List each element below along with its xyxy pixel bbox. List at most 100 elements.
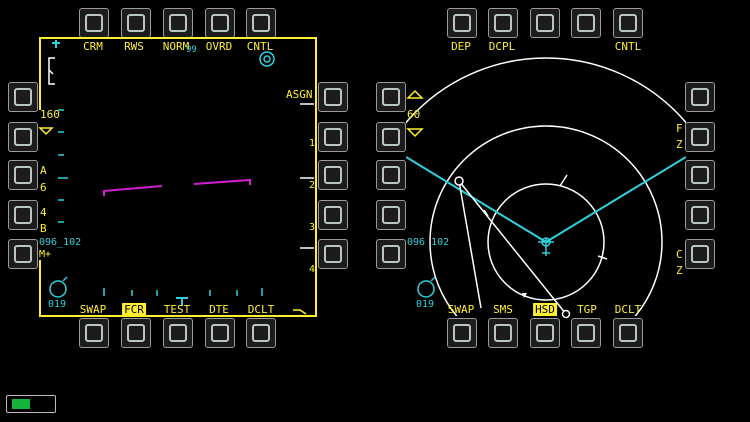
ring-tick	[559, 174, 568, 187]
left-osb-right-4[interactable]	[318, 200, 348, 230]
right-osb-top-5[interactable]	[613, 8, 643, 38]
range-decrease-arrow	[406, 128, 424, 138]
azimuth-scale-6: 6	[40, 181, 47, 194]
right-osb-top-1[interactable]	[447, 8, 477, 38]
bullseye-bearing-range: 096 102	[407, 237, 450, 248]
label-ovrd: OVRD	[205, 40, 233, 53]
bullseye-icon	[417, 280, 435, 298]
target-icon	[259, 51, 275, 67]
fcr-frame	[39, 37, 317, 317]
label-fcr-selected: FCR	[122, 303, 146, 316]
hsd-range-ring-outer	[406, 57, 686, 124]
ring-tick	[597, 255, 608, 260]
left-osb-right-2[interactable]	[318, 122, 348, 152]
left-osb-bottom-2[interactable]	[121, 318, 151, 348]
label-dcpl: DCPL	[488, 40, 516, 53]
left-osb-top-1[interactable]	[79, 8, 109, 38]
bar-scale-b: B	[40, 222, 47, 235]
right-letter-c: C	[676, 248, 683, 261]
right-osb-left-1[interactable]	[376, 82, 406, 112]
left-osb-top-5[interactable]	[246, 8, 276, 38]
fcr-display	[38, 37, 317, 317]
route-arrow	[522, 293, 527, 298]
bullseye-icon	[49, 280, 67, 298]
label-crm: CRM	[83, 40, 103, 53]
battery-level-fill	[12, 399, 30, 409]
elevation-caret	[48, 69, 54, 75]
left-osb-bottom-3[interactable]	[163, 318, 193, 348]
route-line-2	[458, 180, 567, 315]
bullseye-pointer	[62, 276, 68, 282]
right-osb-left-4[interactable]	[376, 200, 406, 230]
right-osb-right-1[interactable]	[685, 82, 715, 112]
left-osb-right-3[interactable]	[318, 160, 348, 190]
left-mfd: CRM RWS NORM OVRD CNTL 99 SWAP FCR TEST …	[0, 0, 360, 350]
label-dte: DTE	[209, 303, 229, 316]
battery-indicator	[6, 395, 56, 413]
label-dep: DEP	[451, 40, 471, 53]
left-osb-bottom-4[interactable]	[205, 318, 235, 348]
left-osb-bottom-1[interactable]	[79, 318, 109, 348]
label-sms: SMS	[493, 303, 513, 316]
right-osb-left-3[interactable]	[376, 160, 406, 190]
horizon-line-right	[193, 178, 251, 185]
right-osb-right-3[interactable]	[685, 160, 715, 190]
right-osb-right-4[interactable]	[685, 200, 715, 230]
range-scale: 160	[40, 108, 60, 121]
range-scale: 60	[407, 108, 421, 121]
fcr-scan-limit-right	[545, 156, 686, 243]
left-osb-left-1[interactable]	[8, 82, 38, 112]
label-swap: SWAP	[447, 303, 475, 316]
left-osb-left-2[interactable]	[8, 122, 38, 152]
left-osb-left-3[interactable]	[8, 160, 38, 190]
left-osb-top-2[interactable]	[121, 8, 151, 38]
range-tick-1: 1	[309, 138, 316, 149]
hsd-range-ring-middle	[429, 125, 663, 316]
right-letter-z2: Z	[676, 264, 683, 277]
label-hsd-selected: HSD	[533, 303, 557, 316]
azimuth-scale-a: A	[40, 164, 47, 177]
right-osb-bottom-1[interactable]	[447, 318, 477, 348]
left-osb-right-1[interactable]	[318, 82, 348, 112]
right-osb-left-2[interactable]	[376, 122, 406, 152]
left-osb-bottom-5[interactable]	[246, 318, 276, 348]
label-swap: SWAP	[79, 303, 107, 316]
bar-scale-4: 4	[40, 206, 47, 219]
corner-mark	[293, 309, 307, 315]
range-caret	[38, 127, 54, 136]
right-osb-bottom-2[interactable]	[488, 318, 518, 348]
route-line-1	[458, 180, 482, 309]
bullseye-bearing-range: 096_102	[39, 237, 82, 248]
right-osb-right-5[interactable]	[685, 239, 715, 269]
right-osb-bottom-4[interactable]	[571, 318, 601, 348]
label-dclt: DCLT	[247, 303, 275, 316]
left-osb-top-4[interactable]	[205, 8, 235, 38]
range-increase-arrow	[406, 89, 424, 99]
label-test: TEST	[163, 303, 191, 316]
right-osb-right-2[interactable]	[685, 122, 715, 152]
left-osb-top-3[interactable]	[163, 8, 193, 38]
range-tick-4: 4	[309, 264, 316, 275]
right-osb-bottom-3[interactable]	[530, 318, 560, 348]
right-osb-left-5[interactable]	[376, 239, 406, 269]
label-asgn: ASGN	[286, 88, 313, 101]
right-mfd: DEP DCPL CNTL SWAP SMS HSD TGP DCLT 60 0…	[370, 0, 750, 350]
right-osb-top-3[interactable]	[530, 8, 560, 38]
fcr-scan-limit-left	[406, 156, 547, 243]
left-osb-left-5[interactable]	[8, 239, 38, 269]
label-rws: RWS	[124, 40, 144, 53]
hsd-range-ring-inner	[487, 183, 605, 301]
right-osb-bottom-5[interactable]	[613, 318, 643, 348]
label-dclt: DCLT	[614, 303, 642, 316]
label-norm: NORM	[162, 40, 190, 53]
label-tgp: TGP	[577, 303, 597, 316]
range-tick-2: 2	[309, 180, 316, 191]
markpoint: M+	[39, 249, 52, 260]
left-osb-left-4[interactable]	[8, 200, 38, 230]
right-osb-top-4[interactable]	[571, 8, 601, 38]
left-osb-right-5[interactable]	[318, 239, 348, 269]
right-osb-top-2[interactable]	[488, 8, 518, 38]
steerpoint-icon-2	[561, 309, 571, 319]
ring-tick	[483, 209, 489, 217]
right-letter-f: F	[676, 122, 683, 135]
